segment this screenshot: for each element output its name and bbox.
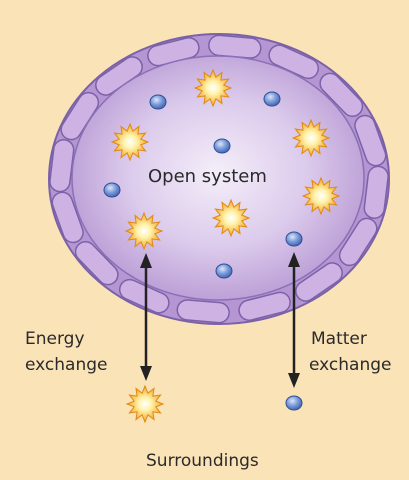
starburst-icon <box>291 118 331 158</box>
molecule-dot-icon <box>103 182 121 198</box>
membrane-segment <box>49 139 75 193</box>
starburst-icon <box>301 176 341 216</box>
surroundings-label: Surroundings <box>146 451 259 471</box>
membrane-segment <box>319 72 364 118</box>
membrane-segment <box>208 34 262 59</box>
starburst-icon <box>124 211 164 251</box>
matter-exchange-label-line1: Matter <box>311 329 367 349</box>
membrane-segments <box>49 34 389 324</box>
matter-exchange-label-line2: exchange <box>309 355 392 375</box>
starburst-icon <box>110 122 150 162</box>
starburst-icon <box>193 68 233 108</box>
membrane-segment <box>51 191 84 244</box>
membrane-segment <box>238 291 291 321</box>
open-system-label: Open system <box>148 166 267 187</box>
energy-exchange-label-line1: Energy <box>25 329 85 349</box>
molecule-dot-icon <box>285 231 303 247</box>
membrane-segment <box>338 217 378 267</box>
molecule-dot-icon <box>213 138 231 154</box>
matter-exchange-arrow <box>288 252 300 388</box>
molecule-dot-icon <box>285 395 303 411</box>
molecule-dot-icon <box>149 94 167 110</box>
molecule-dot-icon <box>263 91 281 107</box>
energy-exchange-label-line2: exchange <box>25 355 108 375</box>
molecule-dot-icon <box>215 263 233 279</box>
starburst-icon <box>211 198 251 238</box>
energy-particles <box>110 68 341 424</box>
membrane-segment <box>363 165 389 219</box>
membrane-segment <box>118 278 170 314</box>
starburst-icon <box>125 384 165 424</box>
membrane-segment <box>295 262 343 302</box>
energy-exchange-arrow <box>140 253 152 381</box>
matter-particles <box>103 91 303 411</box>
membrane-segment <box>176 299 230 324</box>
membrane-segment <box>74 240 119 286</box>
membrane-segment <box>354 114 387 167</box>
